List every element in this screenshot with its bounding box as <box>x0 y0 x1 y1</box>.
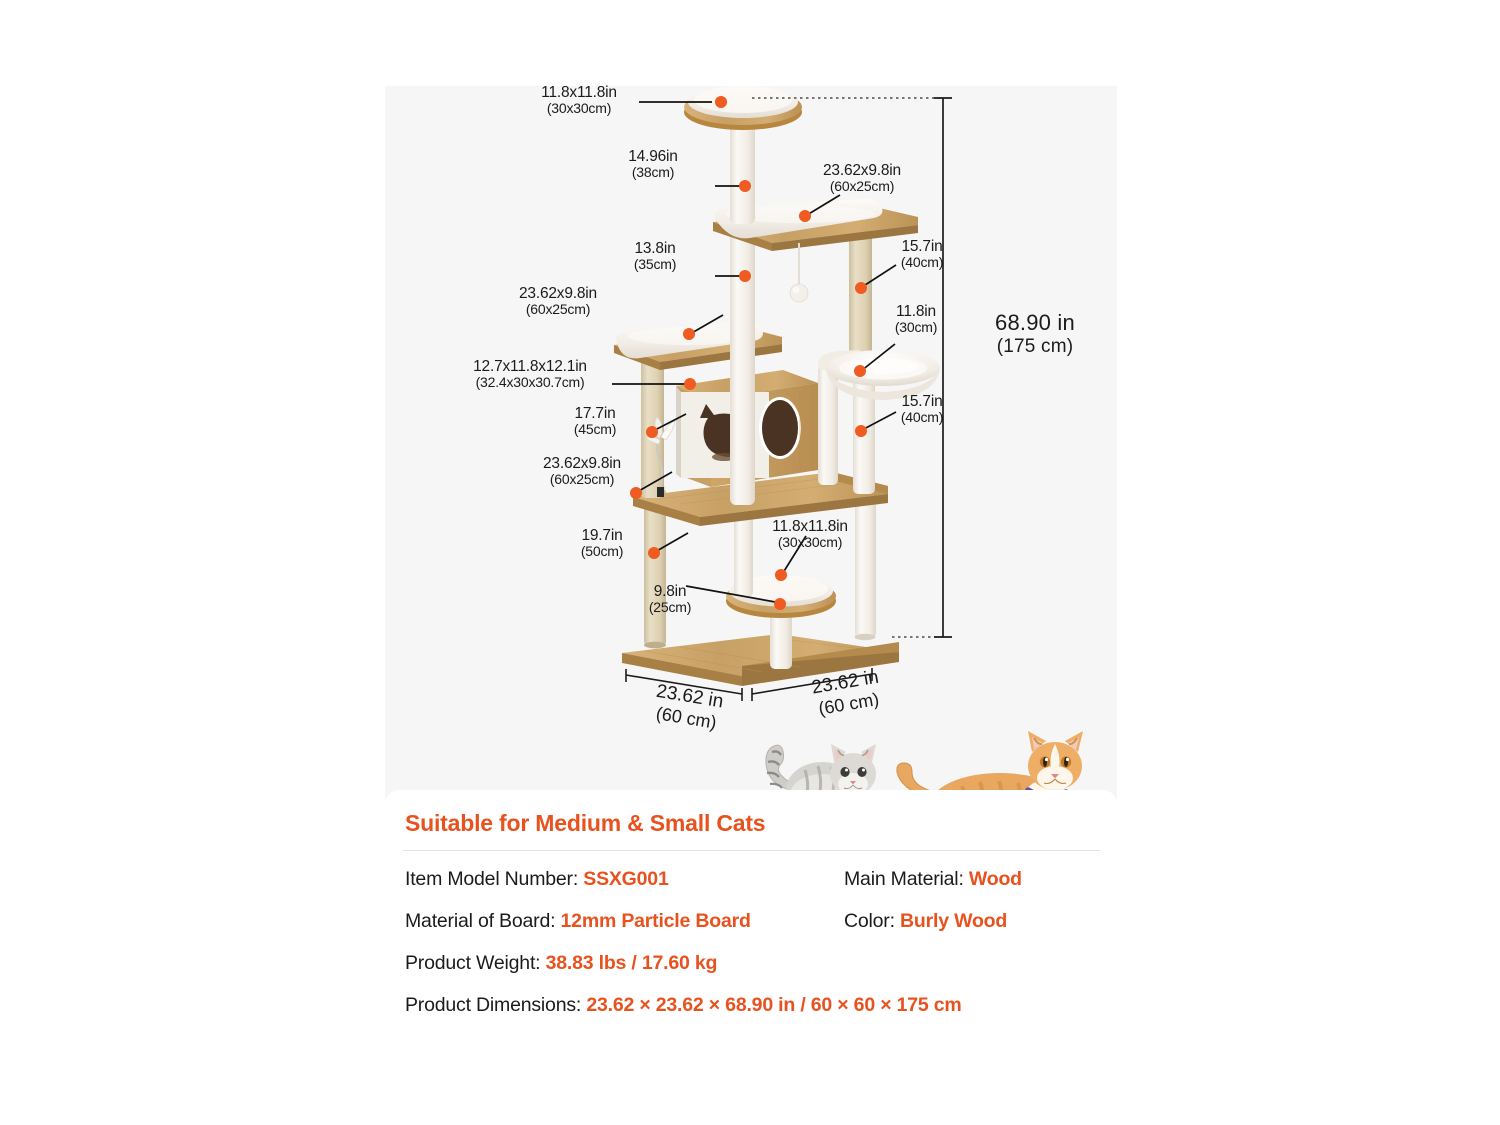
dim-value-in: 15.7in <box>901 393 943 410</box>
spec-row-product-dimensions: Product Dimensions: 23.62 × 23.62 × 68.9… <box>405 994 962 1017</box>
dim-value-cm: (60x25cm) <box>525 301 591 318</box>
spec-row-main-material: Main Material: Wood <box>844 868 1022 891</box>
dim-value-cm: (30x30cm) <box>546 100 612 117</box>
spec-label: Product Dimensions: <box>405 994 582 1016</box>
spec-card: Suitable for Medium & Small Cats Item Mo… <box>385 790 1117 1036</box>
spec-value: 12mm Particle Board <box>560 910 751 932</box>
spec-value: SSXG001 <box>583 868 669 890</box>
spec-label: Item Model Number: <box>405 868 579 890</box>
dim-label-right-upper-post: 15.7in (40cm) <box>872 238 972 271</box>
spec-value: 23.62 × 23.62 × 68.90 in / 60 × 60 × 175… <box>586 994 962 1016</box>
dim-label-top-post: 14.96in (38cm) <box>598 148 708 181</box>
dim-value-in: 19.7in <box>581 527 623 544</box>
total-height-inches: 68.90 in <box>995 310 1075 335</box>
dim-value-cm: (60x25cm) <box>549 471 615 488</box>
spec-card-title: Suitable for Medium & Small Cats <box>405 810 766 836</box>
dim-label-round-perch: 11.8x11.8in (30x30cm) <box>750 518 870 551</box>
dim-value-in: 11.8x11.8in <box>772 518 848 535</box>
dim-value-cm: (35cm) <box>633 256 677 273</box>
dim-label-lower-platform: 23.62x9.8in (60x25cm) <box>506 455 658 488</box>
spec-row-item-model-number: Item Model Number: SSXG001 <box>405 868 669 891</box>
dim-label-upper-platform: 23.62x9.8in (60x25cm) <box>790 162 934 195</box>
spec-label: Color: <box>844 910 895 932</box>
spec-label: Main Material: <box>844 868 964 890</box>
dim-value-in: 11.8x11.8in <box>541 84 617 101</box>
dim-label-left-post: 17.7in (45cm) <box>545 405 645 438</box>
dim-value-cm: (38cm) <box>631 164 675 181</box>
dim-value-in: 13.8in <box>634 240 676 257</box>
dim-label-condo: 12.7x11.8x12.1in (32.4x30x30.7cm) <box>430 358 630 391</box>
total-height-label: 68.90 in (175 cm) <box>960 310 1110 358</box>
dim-label-bowl: 11.8in (30cm) <box>868 303 964 336</box>
dim-value-in: 15.7in <box>901 238 943 255</box>
dim-label-top-perch: 11.8x11.8in (30x30cm) <box>520 84 638 117</box>
dim-value-in: 23.62x9.8in <box>543 455 621 472</box>
spec-row-color: Color: Burly Wood <box>844 910 1007 933</box>
dim-value-in: 23.62x9.8in <box>823 162 901 179</box>
dim-label-mid-post: 13.8in (35cm) <box>602 240 708 273</box>
spec-value: Wood <box>968 868 1022 890</box>
spec-label: Product Weight: <box>405 952 541 974</box>
dim-label-right-lower-post: 15.7in (40cm) <box>872 393 972 426</box>
spec-row-product-weight: Product Weight: 38.83 lbs / 17.60 kg <box>405 952 717 975</box>
spec-row-material-of-board: Material of Board: 12mm Particle Board <box>405 910 751 933</box>
dim-value-cm: (50cm) <box>580 543 624 560</box>
dim-value-in: 17.7in <box>574 405 616 422</box>
total-height-cm: (175 cm) <box>996 336 1074 357</box>
spec-value: 38.83 lbs / 17.60 kg <box>545 952 718 974</box>
dim-value-cm: (60x25cm) <box>829 178 895 195</box>
dim-value-in: 23.62x9.8in <box>519 285 597 302</box>
dim-value-in: 11.8in <box>896 303 936 320</box>
dim-value-cm: (30x30cm) <box>777 534 843 551</box>
dim-value-in: 9.8in <box>653 583 687 600</box>
dim-label-base-post: 9.8in (25cm) <box>625 583 715 616</box>
spec-label: Material of Board: <box>405 910 556 932</box>
dim-value-cm: (30cm) <box>894 319 938 336</box>
dim-value-cm: (40cm) <box>900 254 944 271</box>
dim-label-mid-platform: 23.62x9.8in (60x25cm) <box>482 285 634 318</box>
dim-value-cm: (45cm) <box>573 421 617 438</box>
spec-value: Burly Wood <box>900 910 1008 932</box>
dim-value-in: 14.96in <box>628 148 678 165</box>
spec-divider <box>403 850 1100 851</box>
dim-value-cm: (40cm) <box>900 409 944 426</box>
dim-label-tall-left-post: 19.7in (50cm) <box>552 527 652 560</box>
dim-value-cm: (32.4x30x30.7cm) <box>475 374 585 391</box>
dim-value-cm: (25cm) <box>648 599 692 616</box>
dim-value-in: 12.7x11.8x12.1in <box>473 358 587 375</box>
